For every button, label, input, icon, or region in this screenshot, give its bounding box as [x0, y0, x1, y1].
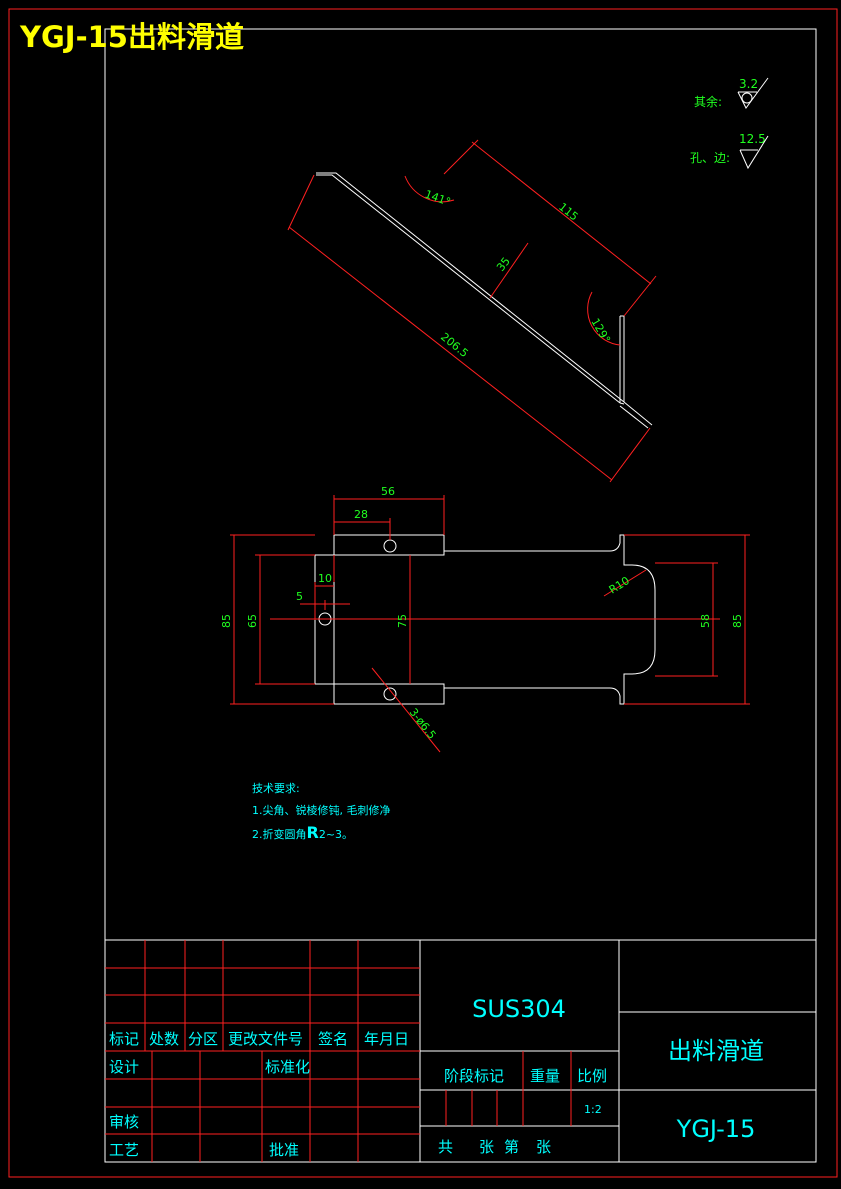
header-signature: 签名: [318, 1030, 348, 1048]
roughness-hole-label: 孔、边:: [690, 151, 730, 165]
drawing-title: YGJ-15出料滑道: [19, 20, 244, 54]
notes-line-1: 1.尖角、锐棱修钝, 毛刺修净: [252, 803, 391, 817]
notes-heading: 技术要求:: [252, 782, 300, 795]
notes-line-2: 2.折变圆角R2~3。: [252, 823, 353, 842]
roughness-other-value: 3.2: [739, 77, 758, 91]
dim-65: 65: [246, 614, 259, 628]
plan-view: 56 28 10 5 85 65 75 R10 58 85 3-ø6.5: [220, 485, 750, 753]
dim-10: 10: [318, 572, 332, 585]
header-date: 年月日: [364, 1030, 409, 1048]
dim-35: 35: [494, 255, 513, 274]
dim-angle-141: 141°: [423, 188, 452, 209]
dim-115: 115: [556, 200, 581, 223]
technical-notes: 技术要求: 1.尖角、锐棱修钝, 毛刺修净 2.折变圆角R2~3。: [252, 782, 391, 842]
sheets-total-label: 共: [438, 1138, 453, 1156]
plan-view-dimensions: [230, 495, 750, 753]
header-count: 处数: [149, 1030, 179, 1048]
dim-5: 5: [296, 590, 303, 603]
dim-28: 28: [354, 508, 368, 521]
label-process: 工艺: [109, 1141, 139, 1159]
material: SUS304: [472, 995, 566, 1023]
scale-value: 1:2: [584, 1103, 602, 1116]
title-block-headers: 标记 处数 分区 更改文件号 签名 年月日: [109, 1030, 409, 1048]
drawing-number: YGJ-15: [676, 1115, 756, 1143]
roughness-other-symbol: [737, 77, 769, 109]
label-standardize: 标准化: [265, 1058, 310, 1076]
sheet-number-unit: 张: [536, 1138, 551, 1156]
roughness-block: 其余: 3.2 孔、边: 12.5: [690, 77, 769, 170]
side-view-dimensions: [287, 139, 657, 483]
label-stage-mark: 阶段标记: [444, 1067, 504, 1085]
title-block: 标记 处数 分区 更改文件号 签名 年月日 设计 标准化 审核 工艺 批准 SU…: [105, 939, 816, 1162]
outer-frame: [8, 8, 838, 1178]
label-review: 审核: [109, 1113, 139, 1131]
inner-frame: [104, 28, 817, 1163]
title-block-grid: [105, 940, 572, 1162]
dim-85-right: 85: [731, 614, 744, 628]
dim-75: 75: [396, 614, 409, 628]
dim-85-left: 85: [220, 614, 233, 628]
label-scale: 比例: [577, 1067, 607, 1085]
dim-206-5: 206.5: [438, 330, 471, 360]
roughness-hole-value: 12.5: [739, 132, 766, 146]
header-mark: 标记: [109, 1030, 139, 1048]
part-name: 出料滑道: [668, 1037, 764, 1065]
roughness-hole-symbol: [739, 135, 769, 170]
sheet-number-label: 第: [504, 1138, 519, 1156]
header-zone: 分区: [188, 1030, 218, 1048]
dim-58: 58: [699, 614, 712, 628]
side-view-outline: [316, 172, 653, 429]
label-approve: 批准: [269, 1141, 299, 1159]
label-weight: 重量: [530, 1067, 560, 1085]
header-change-doc: 更改文件号: [228, 1030, 303, 1048]
side-view: 141° 129° 115 35 206.5: [287, 139, 657, 483]
dim-56: 56: [381, 485, 395, 498]
label-design: 设计: [109, 1058, 139, 1076]
roughness-other-label: 其余:: [694, 94, 722, 109]
sheets-total-unit: 张: [479, 1138, 494, 1156]
dim-r10: R10: [607, 574, 632, 596]
dim-angle-129: 129°: [588, 316, 613, 345]
dim-holes: 3-ø6.5: [407, 706, 439, 742]
